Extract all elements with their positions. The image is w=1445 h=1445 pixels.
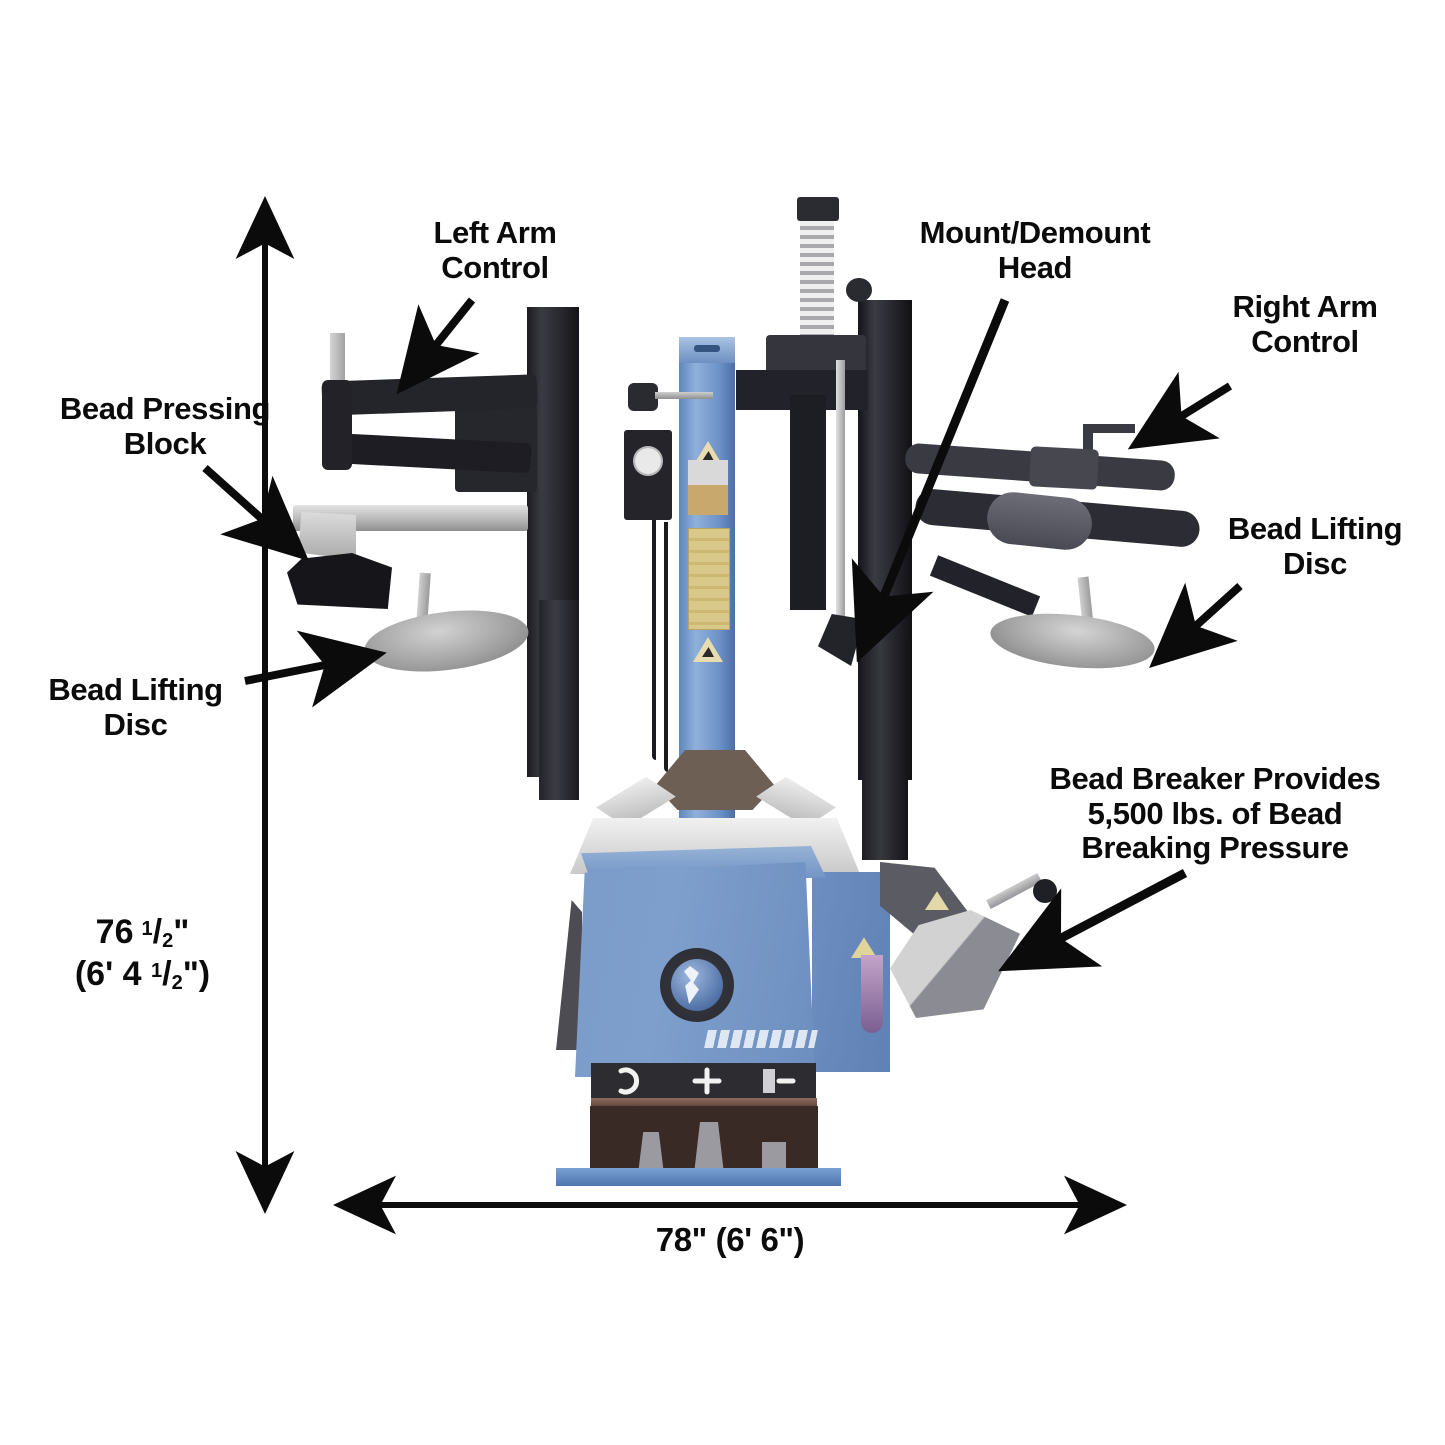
cabinet-trim <box>591 1098 817 1108</box>
height-dimension-line2: (6' 4 1/2") <box>74 954 211 994</box>
air-hose <box>652 520 656 760</box>
control-box <box>624 430 672 520</box>
bead-lifting-disc-right <box>987 606 1158 676</box>
air-hose <box>664 522 668 772</box>
left-arm-front-post <box>322 380 352 470</box>
label-bead-breaker: Bead Breaker Provides 5,500 lbs. of Bead… <box>1049 761 1381 866</box>
bead-pressing-block <box>287 553 392 609</box>
label-bead-pressing-block: Bead Pressing Block <box>59 391 271 461</box>
knob-rod <box>655 392 713 399</box>
globe-gear-logo-icon <box>660 948 734 1022</box>
bead-breaker-knob[interactable] <box>1033 879 1057 903</box>
pedal-control-strip <box>591 1063 816 1099</box>
hex-shaft <box>800 212 834 340</box>
right-arm-switch-bar <box>1083 424 1135 433</box>
minus-icon-bar <box>763 1069 775 1093</box>
right-arm-block <box>1028 446 1100 490</box>
adjust-knob <box>628 383 658 411</box>
right-arm-switch <box>1083 424 1093 460</box>
label-bead-lifting-disc-left: Bead Lifting Disc <box>48 672 223 742</box>
width-dimension-text: 78" (6' 6") <box>655 1221 805 1258</box>
left-arm-switch <box>330 333 345 393</box>
plus-icon <box>692 1067 722 1095</box>
brand-wordmark <box>704 1030 818 1048</box>
instruction-sticker <box>688 460 728 515</box>
rotate-arc-icon <box>618 1067 640 1095</box>
spec-plate <box>688 528 730 630</box>
pedal-icons <box>618 1067 796 1095</box>
shaft-cap <box>797 197 839 221</box>
label-bead-lifting-disc-right: Bead Lifting Disc <box>1227 511 1403 581</box>
right-arm-handle <box>984 489 1095 553</box>
bead-lifting-disc-left <box>361 602 532 680</box>
mast-slot <box>694 345 720 352</box>
label-left-arm-control: Left Arm Control <box>433 215 557 285</box>
foot-pedal[interactable] <box>694 1122 724 1174</box>
base-rail <box>556 1168 841 1186</box>
bead-pressing-block-mount <box>298 512 356 560</box>
head-vertical-post <box>790 395 826 610</box>
grease-tube <box>861 955 883 1033</box>
right-arm-link <box>929 555 1041 617</box>
label-right-arm-control: Right Arm Control <box>1232 289 1378 359</box>
lock-knob <box>846 278 872 302</box>
cabinet-skirt <box>590 1106 818 1174</box>
right-column-lower <box>862 640 908 860</box>
head-rod <box>836 360 845 635</box>
label-mount-demount-head: Mount/Demount Head <box>919 215 1151 285</box>
left-column-lower <box>539 600 579 800</box>
